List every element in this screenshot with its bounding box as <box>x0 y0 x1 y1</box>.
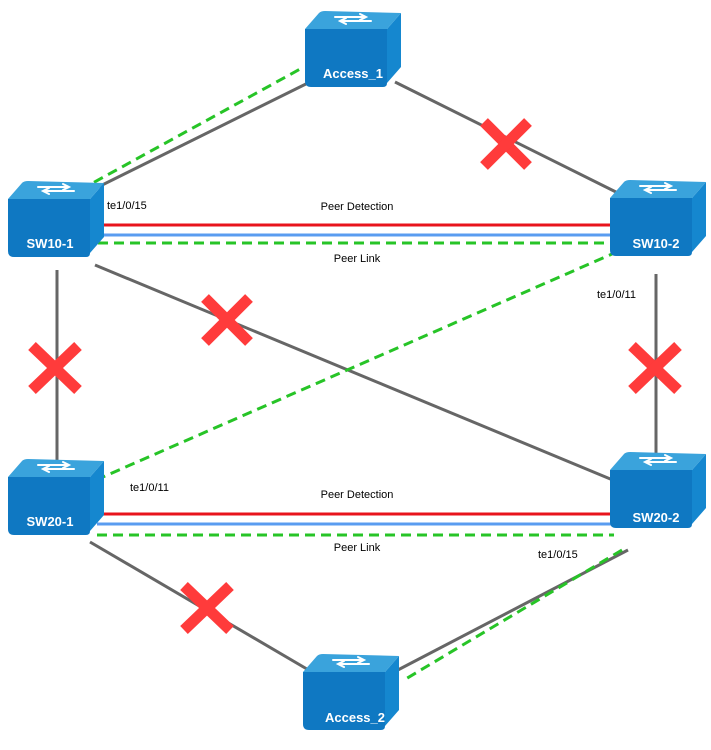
active-path-sw10-1-access1 <box>79 66 303 192</box>
blocked-markers <box>28 118 682 634</box>
port-label-sw20-2: te1/0/15 <box>538 549 578 561</box>
switch-label: SW20-2 <box>633 510 680 525</box>
link-sw10-1-sw20-2 <box>94 263 621 485</box>
active-path-sw20-2-access2 <box>403 548 623 682</box>
active-paths <box>79 66 623 682</box>
peer-detection-label-top: Peer Detection <box>321 201 394 213</box>
blocked-x-icon <box>180 582 234 634</box>
blocked-x-icon <box>480 118 532 170</box>
link-access1-sw10-1 <box>79 76 319 198</box>
peer-detection-label-bottom: Peer Detection <box>321 489 394 501</box>
switch-access-2: Access_2 <box>302 653 400 731</box>
port-label-sw10-2: te1/0/11 <box>597 289 636 301</box>
switch-label: SW20-1 <box>27 514 74 529</box>
switch-label: Access_2 <box>325 710 385 725</box>
switch-label: SW10-2 <box>633 236 680 251</box>
switch-sw10-2: SW10-2 <box>609 179 707 257</box>
peer-link-label-bottom: Peer Link <box>334 542 381 554</box>
switch-sw20-1: SW20-1 <box>7 458 105 536</box>
peer-link-label-top: Peer Link <box>334 253 381 265</box>
blocked-x-icon <box>28 342 82 394</box>
switch-access-1: Access_1 <box>304 10 402 88</box>
port-label-sw20-1: te1/0/11 <box>130 482 169 494</box>
peer-links <box>97 223 614 526</box>
port-label-sw10-1: te1/0/15 <box>107 200 147 212</box>
switch-sw20-2: SW20-2 <box>609 451 707 529</box>
switch-label: Access_1 <box>323 66 383 81</box>
switch-label: SW10-1 <box>27 236 74 251</box>
blocked-x-icon <box>628 342 682 394</box>
switch-sw10-1: SW10-1 <box>7 180 105 258</box>
blocked-x-icon <box>201 294 253 346</box>
active-path-sw20-1-sw10-2 <box>95 252 613 482</box>
